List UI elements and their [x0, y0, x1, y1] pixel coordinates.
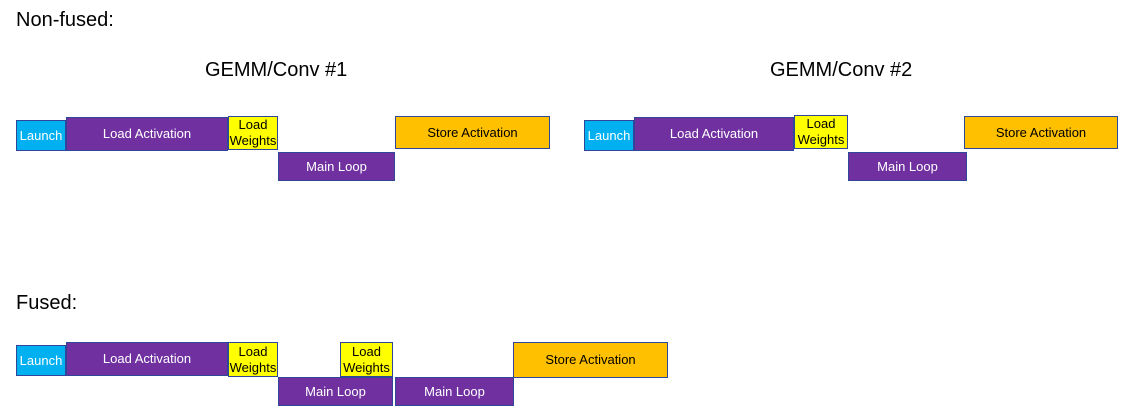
fused-load-activation-block: Load Activation — [66, 342, 228, 376]
fused-store-activation-block: Store Activation — [513, 342, 668, 378]
gemm-conv-2-title: GEMM/Conv #2 — [770, 59, 913, 81]
nonfused-2-load-weights-block: Load Weights — [794, 115, 848, 149]
nonfused-1-load-weights-block: Load Weights — [228, 116, 278, 150]
nonfused-2-store-activation-block: Store Activation — [964, 116, 1118, 149]
nonfused-1-load-activation-block: Load Activation — [66, 117, 228, 151]
nonfused-2-main-loop-block: Main Loop — [848, 152, 967, 181]
nonfused-2-launch-block: Launch — [584, 120, 634, 151]
nonfused-1-main-loop-block: Main Loop — [278, 152, 395, 181]
fused-section-label: Fused: — [16, 292, 78, 314]
nonfused-1-launch-block: Launch — [16, 120, 66, 151]
fused-main-loop-2-block: Main Loop — [395, 377, 514, 406]
fused-main-loop-1-block: Main Loop — [278, 377, 393, 406]
non-fused-section-label: Non-fused: — [16, 9, 114, 31]
fused-load-weights-1-block: Load Weights — [228, 342, 278, 377]
nonfused-1-store-activation-block: Store Activation — [395, 116, 550, 149]
fused-launch-block: Launch — [16, 345, 66, 376]
nonfused-2-load-activation-block: Load Activation — [634, 117, 794, 151]
gemm-conv-1-title: GEMM/Conv #1 — [205, 59, 348, 81]
fused-load-weights-2-block: Load Weights — [340, 342, 393, 377]
